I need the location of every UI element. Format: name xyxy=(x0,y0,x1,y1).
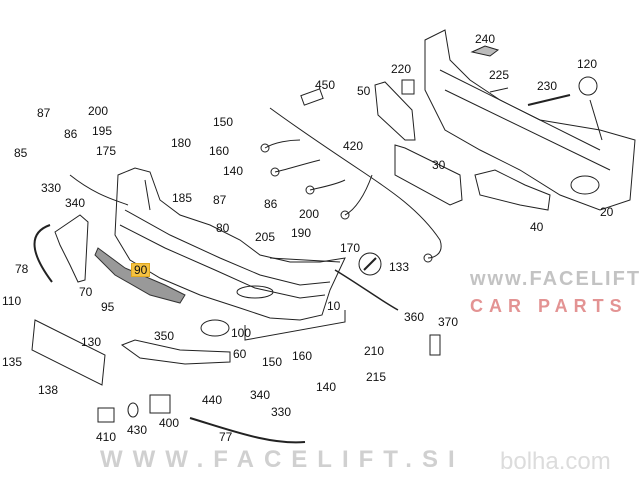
wrench-icon xyxy=(358,252,382,276)
wiring-harness-420 xyxy=(260,107,442,263)
part-label: 70 xyxy=(79,285,93,299)
part-label: 225 xyxy=(489,68,510,82)
screw-225 xyxy=(489,87,509,93)
part-label: 170 xyxy=(340,241,361,255)
part-label: 95 xyxy=(101,300,115,314)
watermark-tag-diagonal: CAR PARTS xyxy=(470,296,628,316)
watermark-site-diagonal: www.FACELIFT.si xyxy=(470,268,640,290)
part-label: 50 xyxy=(357,84,371,98)
part-label: 450 xyxy=(315,78,336,92)
chrome-strip-77 xyxy=(189,417,306,444)
part-label: 140 xyxy=(316,380,337,394)
watermark-bottom-site: WWW.FACELIFT.SI xyxy=(100,446,465,473)
watermark-bolha: bolha.com xyxy=(500,448,611,475)
part-label: 87 xyxy=(213,193,227,207)
part-label: 205 xyxy=(255,230,276,244)
housing-410 xyxy=(97,407,115,423)
bracket-30 xyxy=(394,144,463,206)
part-label: 130 xyxy=(81,335,102,349)
part-label: 220 xyxy=(391,62,412,76)
part-label: 80 xyxy=(216,221,230,235)
bracket-50 xyxy=(374,81,416,141)
part-label: 135 xyxy=(2,355,23,369)
part-label: 430 xyxy=(127,423,148,437)
part-label: 77 xyxy=(219,430,233,444)
part-label: 160 xyxy=(292,349,313,363)
part-label: 175 xyxy=(96,144,117,158)
part-label: 200 xyxy=(299,207,320,221)
part-label: 87 xyxy=(37,106,51,120)
bumper-cover-10 xyxy=(114,167,346,321)
part-label: 110 xyxy=(2,294,22,308)
part-label: 160 xyxy=(209,144,230,158)
sensor-450 xyxy=(300,88,324,106)
cover-240 xyxy=(470,45,500,57)
horn-120 xyxy=(578,76,598,96)
part-label: 150 xyxy=(213,115,234,129)
part-label: 210 xyxy=(364,344,385,358)
part-label: 350 xyxy=(154,329,175,343)
part-label: 133 xyxy=(389,260,410,274)
part-label: 120 xyxy=(577,57,598,71)
part-label: 200 xyxy=(88,104,109,118)
part-label: 40 xyxy=(530,220,544,234)
part-label: 100 xyxy=(231,326,252,340)
part-label: 215 xyxy=(366,370,387,384)
trim-70 xyxy=(54,214,89,283)
part-label: 370 xyxy=(438,315,459,329)
part-label: 60 xyxy=(233,347,247,361)
part-label: 230 xyxy=(537,79,558,93)
part-label: 30 xyxy=(432,158,446,172)
part-label: 400 xyxy=(159,416,180,430)
part-label: 190 xyxy=(291,226,312,240)
part-label: 140 xyxy=(223,164,244,178)
part-label: 360 xyxy=(404,310,425,324)
part-label: 78 xyxy=(15,262,29,276)
unit-400 xyxy=(149,394,171,414)
ring-430 xyxy=(127,402,139,418)
bracket-370 xyxy=(429,334,441,356)
part-label: 86 xyxy=(64,127,78,141)
part-label: 330 xyxy=(41,181,62,195)
fog-cover-100 xyxy=(200,319,230,337)
part-label: 86 xyxy=(264,197,278,211)
part-label: 138 xyxy=(38,383,59,397)
part-label: 410 xyxy=(96,430,117,444)
plate-holder-130 xyxy=(31,319,106,386)
part-label: 330 xyxy=(271,405,292,419)
pin-230 xyxy=(527,94,571,106)
bracket-40 xyxy=(474,169,551,211)
strip-78 xyxy=(33,224,53,283)
lower-strip-60 xyxy=(120,339,231,365)
bumper-reinforcement-20 xyxy=(424,29,636,211)
part-label: 150 xyxy=(262,355,283,369)
clip-220 xyxy=(401,79,415,95)
part-label: 180 xyxy=(171,136,192,150)
part-label: 195 xyxy=(92,124,113,138)
part-label: 420 xyxy=(343,139,364,153)
part-label-highlighted: 90 xyxy=(131,263,151,277)
part-label: 20 xyxy=(600,205,614,219)
part-label: 340 xyxy=(65,196,86,210)
part-label: 240 xyxy=(475,32,496,46)
part-label: 440 xyxy=(202,393,223,407)
part-label: 185 xyxy=(172,191,193,205)
part-label: 10 xyxy=(327,299,341,313)
part-label: 85 xyxy=(14,146,28,160)
part-label: 340 xyxy=(250,388,271,402)
